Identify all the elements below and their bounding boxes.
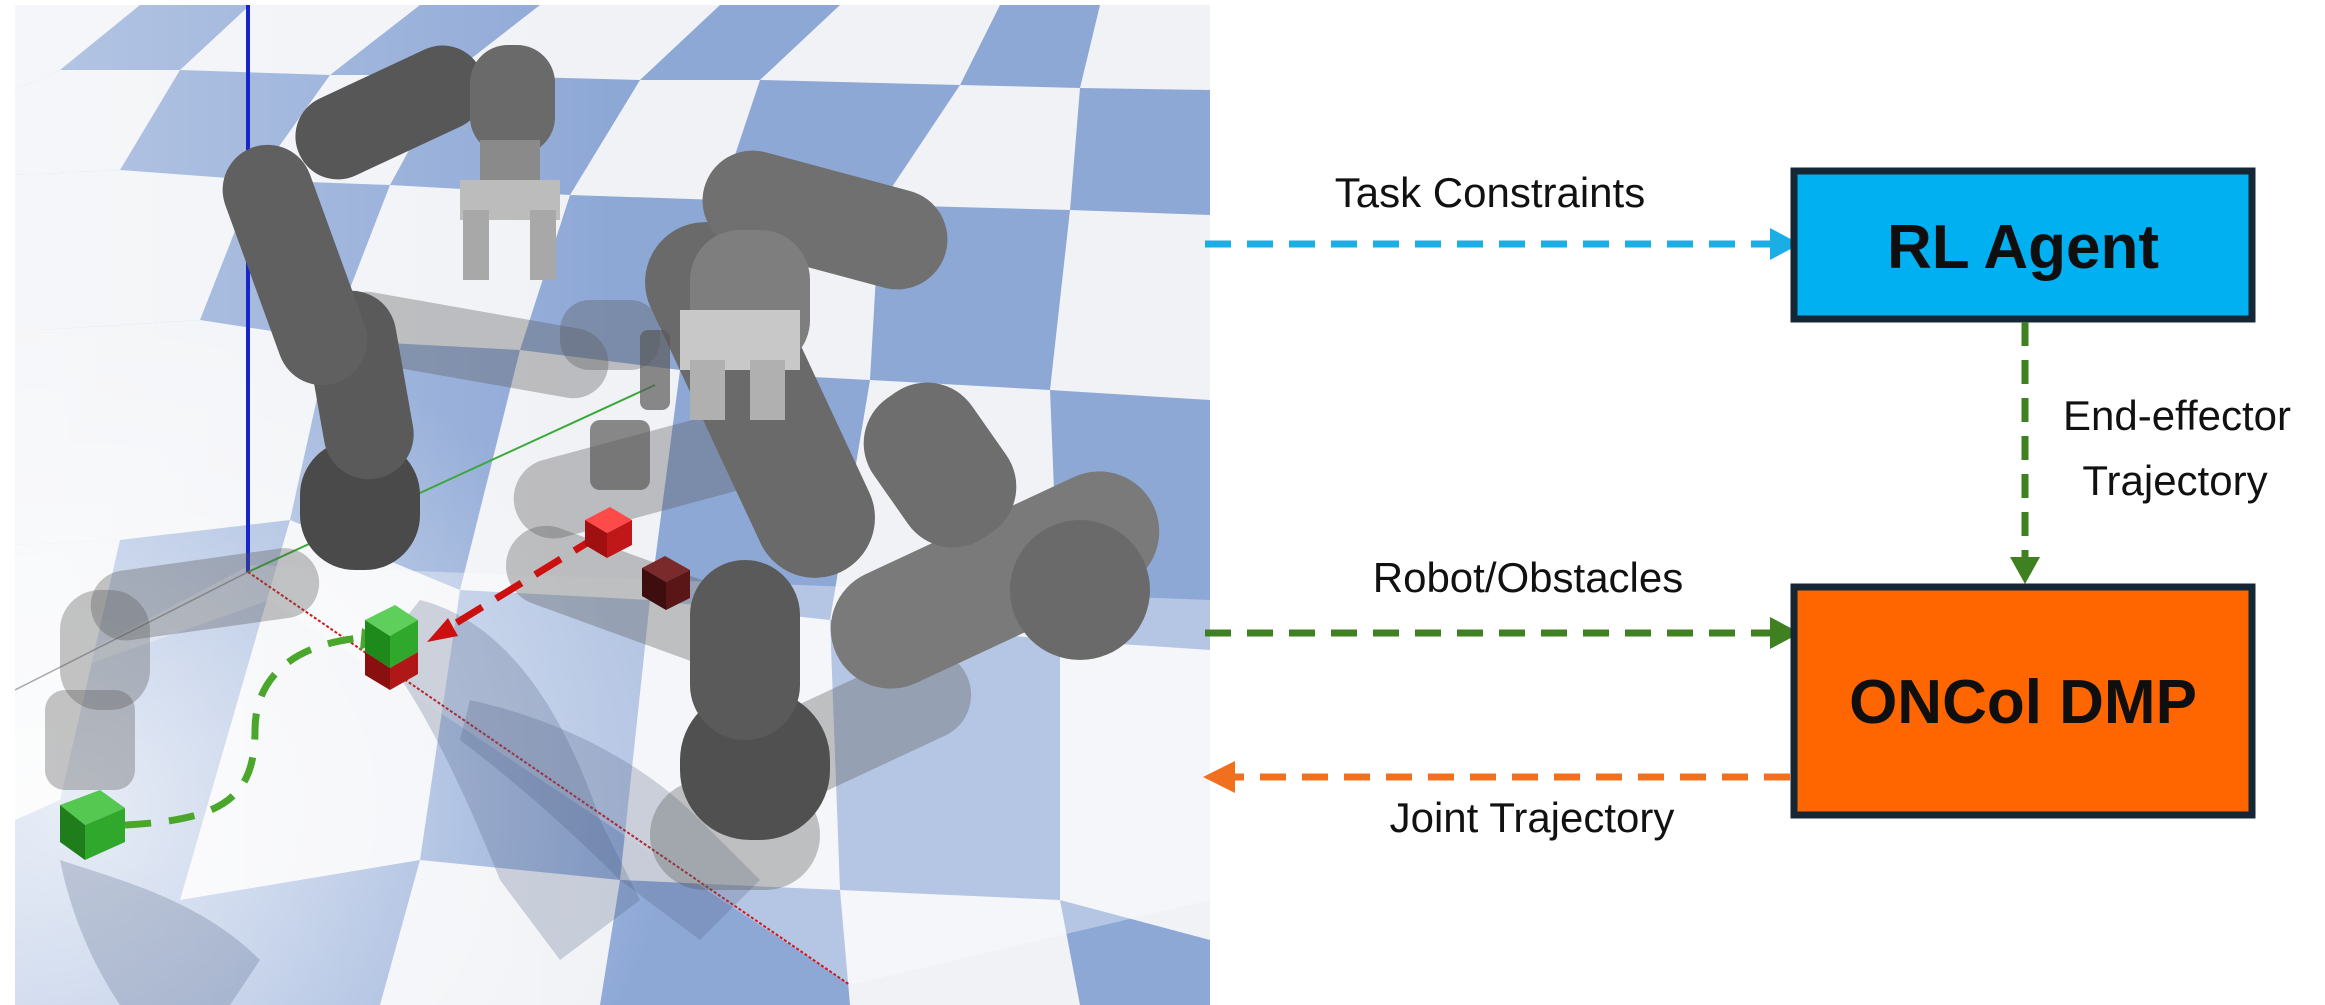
edge-joint-trajectory bbox=[1203, 761, 1790, 793]
obstacle-cube bbox=[642, 556, 690, 610]
robot-arm-right bbox=[645, 150, 1160, 840]
robot-shadows bbox=[60, 600, 760, 1005]
gripper-ghost bbox=[590, 330, 670, 490]
joint-trajectory-arrowhead bbox=[1203, 761, 1235, 793]
table-edge bbox=[15, 571, 249, 691]
oncol-dmp-box bbox=[1790, 583, 2256, 819]
joint-trajectory-label: Joint Trajectory bbox=[1390, 794, 1675, 841]
red-trajectory bbox=[446, 532, 602, 631]
red-trajectory-arrowhead bbox=[427, 618, 458, 642]
end-effector-label-line2: Trajectory bbox=[2082, 457, 2267, 504]
robot-obstacles-arrowhead bbox=[1770, 617, 1800, 649]
rl-agent-label: RL Agent bbox=[1887, 213, 2159, 282]
task-constraints-label: Task Constraints bbox=[1335, 169, 1645, 216]
robot-obstacles-label: Robot/Obstacles bbox=[1373, 554, 1684, 601]
task-constraints-arrowhead bbox=[1770, 228, 1800, 260]
edge-end-effector bbox=[2010, 322, 2040, 584]
simulation-scene bbox=[15, 5, 1210, 1005]
robot-arm-left bbox=[222, 45, 560, 570]
oncol-dmp-label: ONCol DMP bbox=[1849, 668, 2197, 737]
edge-robot-obstacles bbox=[1205, 617, 1800, 649]
rl-agent-box bbox=[1790, 167, 2256, 323]
red-goal-cube bbox=[585, 507, 632, 558]
edge-task-constraints bbox=[1205, 228, 1800, 260]
green-start-cube bbox=[60, 790, 125, 860]
end-effector-arrowhead bbox=[2010, 557, 2040, 584]
green-trajectory bbox=[124, 634, 361, 829]
target-cube-stack bbox=[365, 605, 418, 690]
end-effector-label-line1: End-effector bbox=[2063, 392, 2291, 439]
